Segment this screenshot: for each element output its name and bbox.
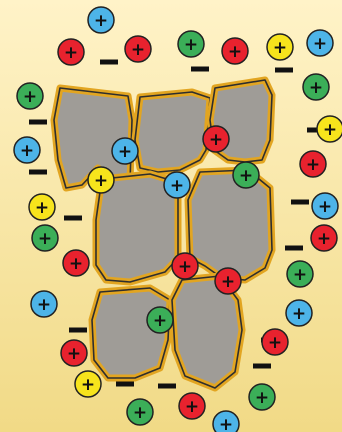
ion-plus-sign: + (131, 40, 145, 60)
ion-red: + (179, 393, 205, 419)
ion-blue: + (312, 193, 338, 219)
ion-plus-sign: + (209, 130, 223, 150)
negative-charge-mark (291, 200, 309, 205)
ion-plus-sign: + (133, 403, 147, 423)
negative-charge-mark (158, 384, 176, 389)
ion-green: + (17, 83, 43, 109)
ion-plus-sign: + (23, 87, 37, 107)
negative-charge-mark (64, 216, 82, 221)
ion-plus-sign: + (20, 141, 34, 161)
ion-green: + (32, 225, 58, 251)
ion-plus-sign: + (293, 265, 307, 285)
ion-plus-sign: + (94, 11, 108, 31)
ion-plus-sign: + (185, 397, 199, 417)
negative-charge-mark (69, 328, 87, 333)
ion-plus-sign: + (292, 304, 306, 324)
ion-green: + (178, 31, 204, 57)
ion-plus-sign: + (221, 272, 235, 292)
ion-plus-sign: + (317, 229, 331, 249)
ion-red: + (58, 39, 84, 65)
ion-red: + (125, 36, 151, 62)
negative-charge-mark (116, 382, 134, 387)
ion-green: + (127, 399, 153, 425)
ion-yellow: + (29, 194, 55, 220)
ion-blue: + (286, 300, 312, 326)
ion-blue: + (31, 291, 57, 317)
ion-yellow: + (317, 116, 342, 142)
ion-plus-sign: + (273, 38, 287, 58)
ion-plus-sign: + (67, 344, 81, 364)
ion-yellow: + (267, 34, 293, 60)
ion-plus-sign: + (153, 311, 167, 331)
ion-plus-sign: + (268, 333, 282, 353)
ion-red: + (215, 268, 241, 294)
ion-red: + (311, 225, 337, 251)
ion-plus-sign: + (38, 229, 52, 249)
ion-green: + (249, 384, 275, 410)
ion-yellow: + (75, 371, 101, 397)
ion-yellow: + (88, 167, 114, 193)
ion-plus-sign: + (37, 295, 51, 315)
ion-red: + (172, 253, 198, 279)
ion-plus-sign: + (309, 78, 323, 98)
ion-plus-sign: + (81, 375, 95, 395)
ion-plus-sign: + (35, 198, 49, 218)
ion-red: + (300, 151, 326, 177)
ion-green: + (303, 74, 329, 100)
ion-red: + (222, 38, 248, 64)
ion-green: + (233, 162, 259, 188)
ion-plus-sign: + (239, 166, 253, 186)
ion-plus-sign: + (69, 254, 83, 274)
ion-plus-sign: + (178, 257, 192, 277)
ion-plus-sign: + (255, 388, 269, 408)
negative-charge-mark (275, 68, 293, 73)
ion-blue: + (307, 30, 333, 56)
ion-plus-sign: + (323, 120, 337, 140)
negative-charge-mark (285, 246, 303, 251)
negative-charge-mark (100, 60, 118, 65)
ion-red: + (262, 329, 288, 355)
ion-plus-sign: + (94, 171, 108, 191)
ion-green: + (147, 307, 173, 333)
ion-plus-sign: + (228, 42, 242, 62)
negative-charge-mark (253, 364, 271, 369)
ion-plus-sign: + (318, 197, 332, 217)
ion-red: + (203, 126, 229, 152)
ion-plus-sign: + (118, 142, 132, 162)
ion-plus-sign: + (219, 415, 233, 432)
ion-plus-sign: + (64, 43, 78, 63)
negative-charge-mark (29, 170, 47, 175)
negative-charge-mark (191, 67, 209, 72)
ion-blue: + (213, 411, 239, 432)
ion-plus-sign: + (306, 155, 320, 175)
ion-red: + (63, 250, 89, 276)
ion-plus-sign: + (313, 34, 327, 54)
ion-plus-sign: + (170, 176, 184, 196)
ion-red: + (61, 340, 87, 366)
negative-charge-mark (29, 120, 47, 125)
ion-blue: + (164, 172, 190, 198)
ion-plus-sign: + (184, 35, 198, 55)
ion-blue: + (14, 137, 40, 163)
ion-blue: + (88, 7, 114, 33)
ion-green: + (287, 261, 313, 287)
ion-blue: + (112, 138, 138, 164)
